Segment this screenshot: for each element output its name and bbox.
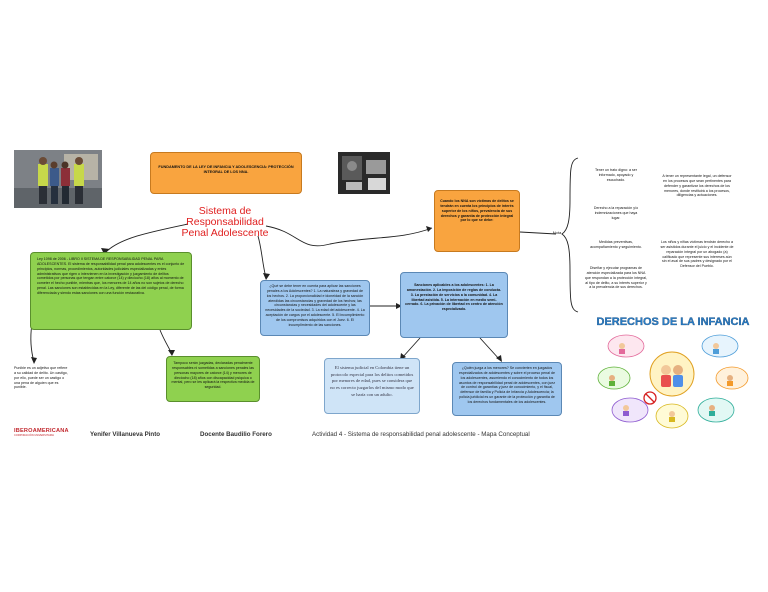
central-title: Sistema de Responsabilidad Penal Adolesc… <box>178 205 272 240</box>
sanciones-box: Sanciones aplicables a los adolescentes:… <box>400 272 508 338</box>
connector-title-que <box>257 235 267 279</box>
teacher-name: Docente Baudilio Forero <box>200 431 272 438</box>
right-item-4: Diseñar y ejecutar programas de atención… <box>584 266 648 290</box>
logo-subtext: CORPORACIÓN UNIVERSITARIA <box>14 434 55 437</box>
logo-text: IBEROAMERICANA <box>14 428 69 434</box>
fundamento-box: FUNDAMENTO DE LA LEY DE INFANCIA Y ADOLE… <box>150 152 302 194</box>
derechos-illustration: DERECHOS DE LA INFANCIA <box>592 312 754 432</box>
tampoco-box: Tampoco serán juzgadas, declaradas penal… <box>166 356 260 402</box>
connector-sanciones-cual <box>479 337 501 361</box>
police-photo-image <box>14 150 102 208</box>
cual-box: ¿Quién juzga a los menores? Se convierte… <box>452 362 562 416</box>
cual-text: ¿Quién juzga a los menores? Se convierte… <box>458 366 556 404</box>
connector-cuando-nota <box>519 231 557 235</box>
cuando-text: Cuando los NNA son víctimas de delitos s… <box>440 199 514 223</box>
connector-title-ley <box>105 223 189 253</box>
right-item-5-text: A tener un representante legal, un defen… <box>662 174 732 198</box>
que-box: ¿Qué se debe tener en cuenta para aplica… <box>260 280 370 336</box>
right-item-3-text: Medidas preventivas, acompañamiento y se… <box>590 240 642 249</box>
tampoco-text: Tampoco serán juzgadas, declaradas penal… <box>171 361 255 390</box>
right-item-6: Los niños y niñas víctimas tendrán derec… <box>660 240 734 269</box>
side-note-text: Punible es un adjetivo que refiere a su … <box>14 366 68 390</box>
ley-text: Ley 1098 de 2006 - LIBRO II SISTEMA DE R… <box>37 257 185 295</box>
derechos-title: DERECHOS DE LA INFANCIA <box>597 316 750 328</box>
right-item-1: Tener un trato digno: a ser informado, a… <box>590 168 642 183</box>
que-text: ¿Qué se debe tener en cuenta para aplica… <box>265 284 365 327</box>
bw-photo-image <box>338 152 390 194</box>
right-item-2-text: Derecho a la reparación y/o indemnizacio… <box>593 206 639 220</box>
nota-brace <box>561 157 579 313</box>
side-note: Punible es un adjetivo que refiere a su … <box>14 366 70 390</box>
right-item-5: A tener un representante legal, un defen… <box>660 174 734 198</box>
bw-photo <box>338 152 390 194</box>
nota-label-text: Nota <box>552 230 562 235</box>
derechos-drawing: DERECHOS DE LA INFANCIA <box>596 316 750 429</box>
cuando-box: Cuando los NNA son víctimas de delitos s… <box>434 190 520 252</box>
right-item-1-text: Tener un trato digno: a ser informado, a… <box>595 168 637 182</box>
right-item-2: Derecho a la reparación y/o indemnizacio… <box>590 206 642 221</box>
sistema-judicial-box: El sistema judicial en Colombia tiene un… <box>324 358 420 414</box>
right-item-6-text: Los niños y niñas víctimas tendrán derec… <box>660 240 734 269</box>
police-photo <box>14 150 102 208</box>
sistema-judicial-text: El sistema judicial en Colombia tiene un… <box>330 365 414 397</box>
right-item-3: Medidas preventivas, acompañamiento y se… <box>590 240 642 250</box>
central-title-text: Sistema de Responsabilidad Penal Adolesc… <box>181 205 269 240</box>
activity-title: Actividad 4 - Sistema de responsabilidad… <box>312 431 530 438</box>
student-name: Yenifer Villanueva Pinto <box>90 431 161 438</box>
fundamento-text: FUNDAMENTO DE LA LEY DE INFANCIA Y ADOLE… <box>158 165 294 175</box>
nota-label: Nota <box>550 230 564 235</box>
ley-box: Ley 1098 de 2006 - LIBRO II SISTEMA DE R… <box>30 252 192 330</box>
connector-title-cuando <box>265 225 433 247</box>
footer-logo: IBEROAMERICANA CORPORACIÓN UNIVERSITARIA <box>14 428 74 442</box>
right-item-4-text: Diseñar y ejecutar programas de atención… <box>584 266 648 290</box>
connector-sanciones-sistema <box>401 337 421 359</box>
sanciones-text: Sanciones aplicables a los adolescentes:… <box>405 283 503 312</box>
